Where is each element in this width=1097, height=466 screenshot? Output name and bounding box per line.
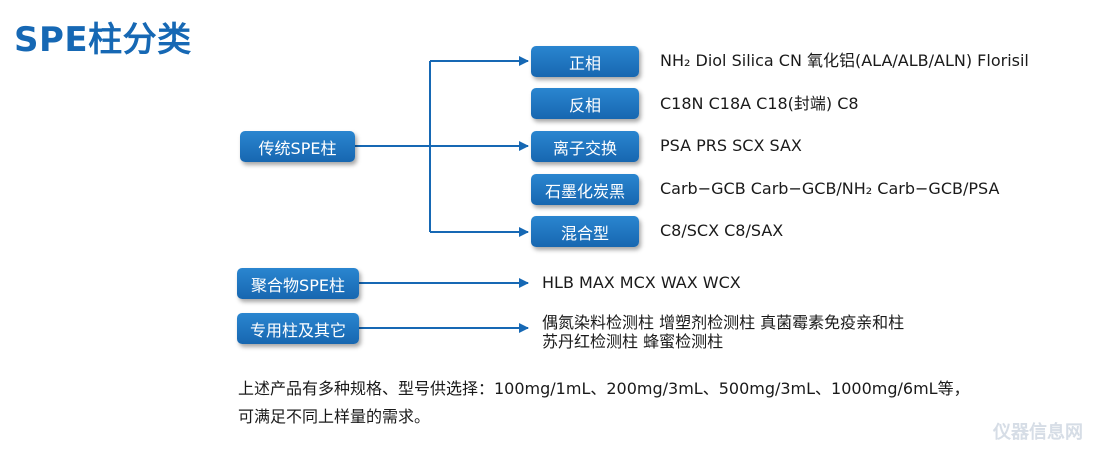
ion-exchange-box: 离子交换 <box>531 131 639 162</box>
specification-note: 上述产品有多种规格、型号供选择：100mg/1mL、200mg/3mL、500m… <box>238 375 970 431</box>
watermark-logo: 仪器信息网 <box>993 422 1083 443</box>
normal-phase-box: 正相 <box>531 46 639 77</box>
mixed-mode-desc: C8/SCX C8/SAX <box>660 221 784 240</box>
reversed-phase-desc: C18N C18A C18(封端) C8 <box>660 94 859 113</box>
graphitized-carbon-desc: Carb−GCB Carb−GCB/NH₂ Carb−GCB/PSA <box>660 179 1000 198</box>
ion-exchange-desc: PSA PRS SCX SAX <box>660 136 802 155</box>
traditional-spe-box: 传统SPE柱 <box>240 131 355 162</box>
polymer-desc: HLB MAX MCX WAX WCX <box>542 273 741 292</box>
graphitized-carbon-box: 石墨化炭黑 <box>531 174 639 205</box>
normal-phase-desc: NH₂ Diol Silica CN 氧化铝(ALA/ALB/ALN) Flor… <box>660 51 1029 70</box>
reversed-phase-box: 反相 <box>531 88 639 119</box>
traditional-tree-lines <box>355 56 529 333</box>
special-desc-line1: 偶氮染料检测柱 增塑剂检测柱 真菌霉素免疫亲和柱 <box>542 313 905 332</box>
note-line-1: 上述产品有多种规格、型号供选择：100mg/1mL、200mg/3mL、500m… <box>238 379 970 398</box>
special-columns-box: 专用柱及其它 <box>237 313 359 344</box>
polymer-spe-box: 聚合物SPE柱 <box>237 268 359 299</box>
page-title: SPE柱分类 <box>14 20 192 60</box>
special-desc-line2: 苏丹红检测柱 蜂蜜检测柱 <box>542 332 724 351</box>
mixed-mode-box: 混合型 <box>531 216 639 247</box>
note-line-2: 可满足不同上样量的需求。 <box>238 407 431 426</box>
